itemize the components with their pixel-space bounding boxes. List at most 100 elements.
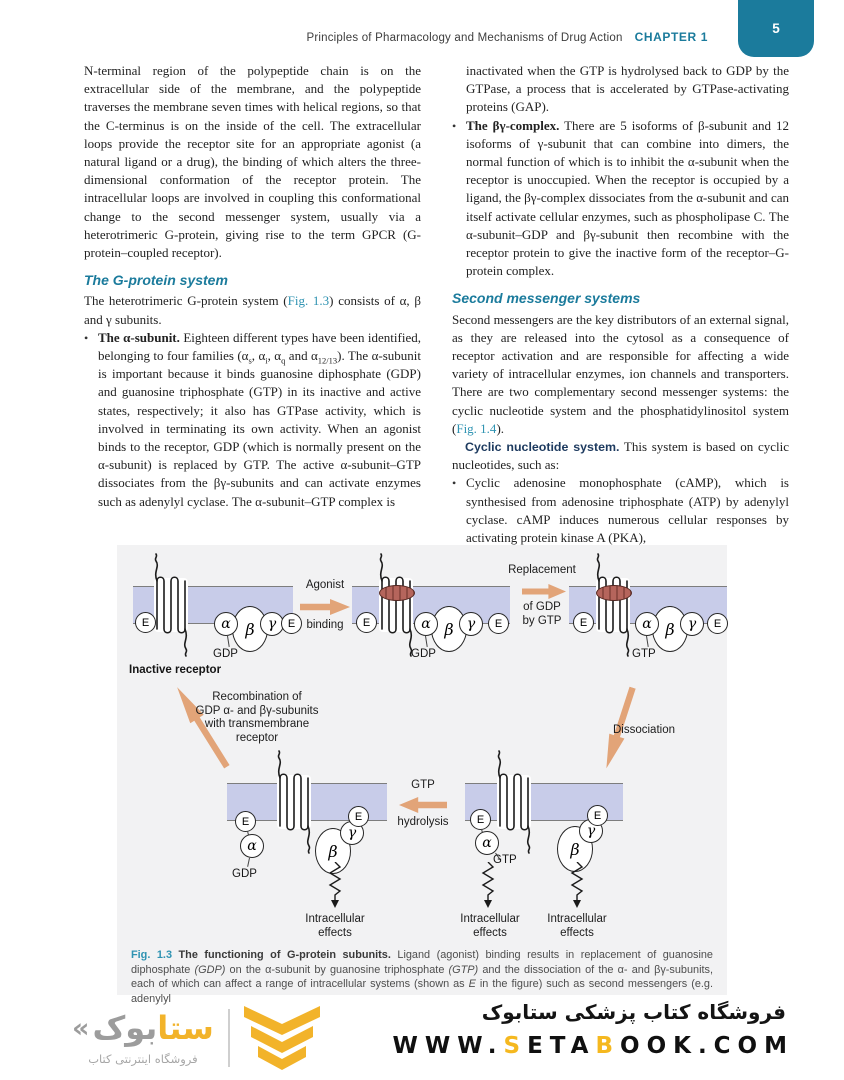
zigzag-arrow xyxy=(481,862,495,908)
intracellular-effects-label: Intracellular effects xyxy=(448,913,532,940)
section-heading-g-protein-system: The G-protein system xyxy=(84,272,228,289)
text-run: Second messengers are the key distributo… xyxy=(452,311,789,436)
intracellular-effects-label: Intracellular effects xyxy=(293,913,377,940)
gtp-hydrolysis-arrow xyxy=(399,797,447,813)
gamma-subunit: γ xyxy=(459,612,483,636)
text-run: This system is based on cyclic nucleotid… xyxy=(452,439,789,473)
zigzag-arrow xyxy=(328,862,342,908)
text-run: and α xyxy=(285,348,318,364)
receptor-icon xyxy=(596,553,630,657)
effects-line: effects xyxy=(318,926,352,939)
alpha-subunit: α xyxy=(414,612,438,636)
text-run: Eighteen different types have been ident… xyxy=(98,329,421,364)
enzyme-circle: E xyxy=(573,612,594,633)
bullet-text: The α-subunit. Eighteen different types … xyxy=(98,329,421,511)
page-header: Principles of Pharmacology and Mechanism… xyxy=(0,30,708,44)
bullet-betagamma-complex: • The βγ-complex. There are 5 isoforms o… xyxy=(452,117,789,281)
enzyme-circle: E xyxy=(348,806,369,827)
connector-line xyxy=(227,635,230,647)
enzyme-circle: E xyxy=(470,809,491,830)
chapter-label: CHAPTER 1 xyxy=(634,30,708,44)
url-segment-gold: S xyxy=(503,1033,528,1059)
text-run: , α xyxy=(251,348,266,364)
alpha-subunit: α xyxy=(240,834,264,858)
inactive-receptor-label: Inactive receptor xyxy=(129,664,222,676)
receptor-icon xyxy=(497,750,531,854)
agonist-label: Agonist xyxy=(305,579,345,591)
by-gtp-label: by GTP xyxy=(522,615,562,627)
connector-line xyxy=(646,635,649,647)
alpha-subunit: α xyxy=(475,831,499,855)
connector-line xyxy=(247,857,251,867)
paragraph-heterotrimeric: The heterotrimeric G-protein system (Fig… xyxy=(84,292,421,328)
bullet-marker: • xyxy=(452,476,457,491)
url-segment: OOK.COM xyxy=(620,1033,794,1059)
bullet-text: The βγ-complex. There are 5 isoforms of … xyxy=(466,117,789,281)
figure-caption-title: The functioning of G-protein subunits. xyxy=(178,949,391,961)
figure-1-3-link[interactable]: Fig. 1.3 xyxy=(287,293,330,309)
binding-label: binding xyxy=(306,619,344,631)
setabook-logo: « ستابوک فروشگاه اینترنتی کتاب xyxy=(72,1006,320,1070)
logo-wordmark-row: « ستابوک xyxy=(72,1010,214,1047)
subscript: q xyxy=(281,355,286,366)
recombination-line-4: receptor xyxy=(235,731,279,744)
figure-caption-label: Fig. 1.3 xyxy=(131,949,173,961)
bullet-marker: • xyxy=(84,330,89,345)
paragraph-n-terminal: N-terminal region of the polypeptide cha… xyxy=(84,63,421,261)
gamma-subunit: γ xyxy=(680,612,704,636)
text-run: on the α-subunit by guanosine triphospha… xyxy=(225,963,449,976)
enzyme-circle: E xyxy=(356,612,377,633)
bullet-lead: The α-subunit. xyxy=(98,329,180,345)
paragraph-inactivated: inactivated when the GTP is hydrolysed b… xyxy=(466,63,789,115)
wordmark-gray-part: بوک xyxy=(92,1009,158,1048)
text-run: Ligand (agonist) binding results in repl… xyxy=(131,949,713,976)
recombination-line-2: GDP α- and βγ-subunits xyxy=(195,704,319,717)
dissociation-label: Dissociation xyxy=(613,724,675,736)
bullet-alpha-subunit: • The α-subunit. Eighteen different type… xyxy=(84,329,421,511)
text-run: , α xyxy=(267,348,282,364)
intracellular-effects-label: Intracellular effects xyxy=(535,913,619,940)
gtp-label: GTP xyxy=(411,779,435,791)
url-segment-gold: B xyxy=(595,1033,621,1059)
bullet-camp: • Cyclic adenosine monophosphate (cAMP),… xyxy=(452,474,789,547)
section-heading-second-messengers: Second messenger systems xyxy=(452,290,641,307)
figure-1-3: E β α γ E GDP Inactive receptor Agonist … xyxy=(117,545,728,1005)
figure-1-4-link[interactable]: Fig. 1.4 xyxy=(456,420,497,436)
run-in-heading-cyclic-nucleotide: Cyclic nucleotide system. xyxy=(465,440,620,455)
membrane-panel-agonist-gdp: E β α γ E GDP xyxy=(352,553,510,660)
membrane-panel-inactive: E β α γ E GDP Inactive receptor xyxy=(129,553,302,676)
figure-caption: Fig. 1.3 The functioning of G-protein su… xyxy=(131,948,713,1006)
running-title: Principles of Pharmacology and Mechanism… xyxy=(306,32,623,44)
receptor-icon xyxy=(379,553,413,657)
website-url[interactable]: WWW.SETABOOK.COM xyxy=(393,1033,795,1059)
store-title-persian: فروشگاه کتاب پزشکی ستابوک xyxy=(481,1000,786,1024)
of-gdp-label: of GDP xyxy=(523,601,561,613)
alpha-subunit: α xyxy=(635,612,659,636)
zigzag-arrow xyxy=(570,862,584,908)
gdp-label: GDP xyxy=(213,648,238,660)
alpha-subunit: α xyxy=(214,612,238,636)
text-run: There are 5 isoforms of β-subunit and 12… xyxy=(466,117,789,279)
text-run: and the dissociation of the α- and βγ-su… xyxy=(131,963,713,991)
enzyme-circle: E xyxy=(707,613,728,634)
text-run: ) consists of α, β and γ subunits. xyxy=(84,293,421,327)
agonist-binding-arrow xyxy=(300,599,350,615)
subscript: 12/13 xyxy=(317,355,338,366)
logo-divider xyxy=(227,1009,230,1067)
hydrolysis-label: hydrolysis xyxy=(397,816,449,828)
enzyme-circle: E xyxy=(587,805,608,826)
agonist-ligand xyxy=(379,585,415,601)
url-segment: WWW. xyxy=(392,1033,504,1059)
logo-wordmark: ستابوک xyxy=(92,1010,213,1047)
gtp-label: GTP xyxy=(493,854,517,866)
wordmark-gold-part: ستا xyxy=(157,1009,214,1048)
logo-subtitle-persian: فروشگاه اینترنتی کتاب xyxy=(88,1051,198,1066)
text-run: The heterotrimeric G-protein system ( xyxy=(84,293,288,309)
text-run-italic: E xyxy=(468,978,476,991)
gtp-label: GTP xyxy=(632,648,656,660)
gdp-label: GDP xyxy=(411,648,436,660)
intracellular-line: Intracellular xyxy=(547,913,607,925)
left-column: N-terminal region of the polypeptide cha… xyxy=(84,62,421,511)
page-number-tab: 5 xyxy=(738,0,814,57)
membrane-panel-agonist-gtp: E β α γ E GTP xyxy=(569,553,728,660)
